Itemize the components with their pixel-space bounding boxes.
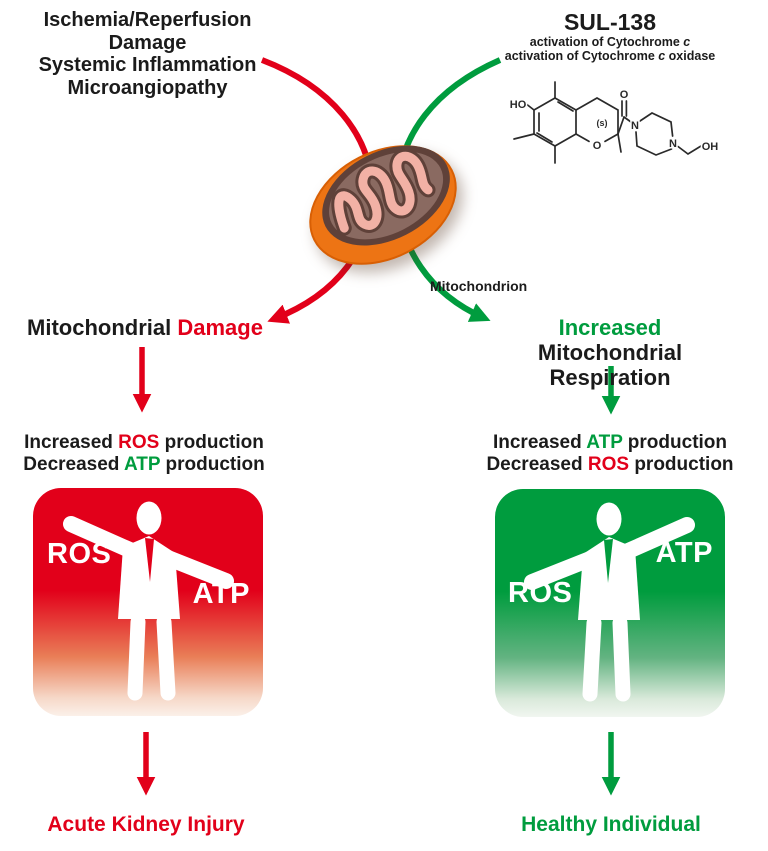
mitochondrion-illustration — [309, 145, 457, 265]
atp-down-label: ATP — [192, 578, 250, 610]
prod-ros: ROS — [587, 454, 630, 475]
prod-text: production — [629, 454, 734, 475]
causes-text: Ischemia/Reperfusion Damage Systemic Inf… — [5, 9, 290, 99]
atom-label-ring-o: O — [593, 140, 602, 152]
production-line-1: Increased ATP production — [485, 432, 735, 454]
person-leg — [156, 614, 176, 701]
heading-black-part: Mitochondrial — [27, 315, 178, 340]
cause-line-2: Systemic Inflammation — [38, 54, 257, 76]
prod-text: Increased — [24, 432, 119, 453]
lowered-arm — [160, 550, 234, 589]
activation2-text: activation of Cytochrome — [504, 49, 659, 63]
person-leg — [127, 614, 146, 701]
mitochondrion-label: Mitochondrion — [430, 278, 528, 294]
prod-text: Increased — [492, 432, 587, 453]
raised-arm — [63, 516, 140, 559]
person-silhouette-healthy — [524, 502, 695, 702]
person-leg — [582, 615, 602, 702]
ros-down-label: ROS — [508, 577, 573, 609]
acute-kidney-injury-label: Acute Kidney Injury — [47, 813, 245, 836]
activation2-italic-c: c — [658, 49, 666, 63]
person-leg — [612, 615, 631, 702]
prod-atp: ATP — [586, 432, 623, 453]
cause-line-1: Ischemia/Reperfusion Damage — [43, 9, 252, 54]
mito-cristae — [331, 148, 436, 236]
heading-red-part: Damage — [177, 315, 263, 340]
person-silhouette-damaged — [63, 501, 234, 701]
activation1-text: activation of Cytochrome — [529, 35, 684, 49]
atp-up-label: ATP — [655, 537, 713, 569]
ros-up-label: ROS — [47, 538, 112, 570]
prod-text: production — [159, 432, 264, 453]
prod-text: Decreased — [486, 454, 588, 475]
person-tie — [604, 539, 613, 583]
person-tie — [145, 538, 154, 582]
atom-label-n1: N — [631, 120, 639, 132]
atom-label-carbonyl-o: O — [620, 89, 629, 101]
prod-ros: ROS — [118, 432, 160, 453]
sul138-title: SUL-138 — [563, 9, 657, 35]
mitochondrial-damage-heading: Mitochondrial Damage — [20, 315, 270, 340]
prod-text: production — [622, 432, 728, 453]
person-head — [136, 501, 162, 535]
increased-respiration-heading: Increased Mitochondrial Respiration — [485, 315, 735, 390]
heading-line-1: Increased Mitochondrial — [485, 315, 735, 365]
sul138-activation-line-1: activation of Cytochrome c — [470, 35, 750, 49]
atom-label-n2: N — [669, 138, 677, 150]
prod-text: Decreased — [23, 454, 124, 475]
cause-line-3: Microangiopathy — [67, 76, 228, 99]
atom-label-ho: HO — [510, 99, 527, 111]
production-line-1: Increased ROS production — [19, 432, 269, 454]
sul138-molecule-structure: HO O (s) O N N OH — [508, 81, 720, 164]
activation2-suffix: oxidase — [665, 49, 716, 63]
heading-black-part: Mitochondrial — [537, 340, 683, 365]
person-head — [596, 502, 622, 536]
heading-line-2: Respiration — [549, 365, 671, 390]
activation1-italic-c: c — [683, 35, 691, 49]
production-line-2: Decreased ATP production — [19, 454, 269, 476]
damaged-individual-box: ROS ATP — [33, 488, 263, 716]
benzene-ring — [533, 97, 577, 147]
heading-green-part: Increased — [558, 315, 662, 340]
sul138-activation-line-2: activation of Cytochrome c oxidase — [470, 49, 750, 63]
healthy-individual-label: Healthy Individual — [521, 813, 701, 836]
pyran-ring — [575, 97, 619, 135]
prod-atp: ATP — [123, 454, 161, 475]
healthy-individual-box: ATP ROS — [495, 489, 725, 717]
left-production-text: Increased ROS production Decreased ATP p… — [19, 432, 269, 476]
atom-label-oh: OH — [702, 141, 719, 153]
piperazine-ring — [639, 112, 674, 137]
raised-arm — [618, 517, 695, 560]
lowered-arm — [524, 551, 598, 590]
production-line-2: Decreased ROS production — [485, 454, 735, 476]
prod-text: production — [160, 454, 265, 475]
stereocenter-label: (s) — [597, 118, 608, 128]
sul138-block: SUL-138 activation of Cytochrome c activ… — [470, 9, 750, 63]
right-production-text: Increased ATP production Decreased ROS p… — [485, 432, 735, 476]
